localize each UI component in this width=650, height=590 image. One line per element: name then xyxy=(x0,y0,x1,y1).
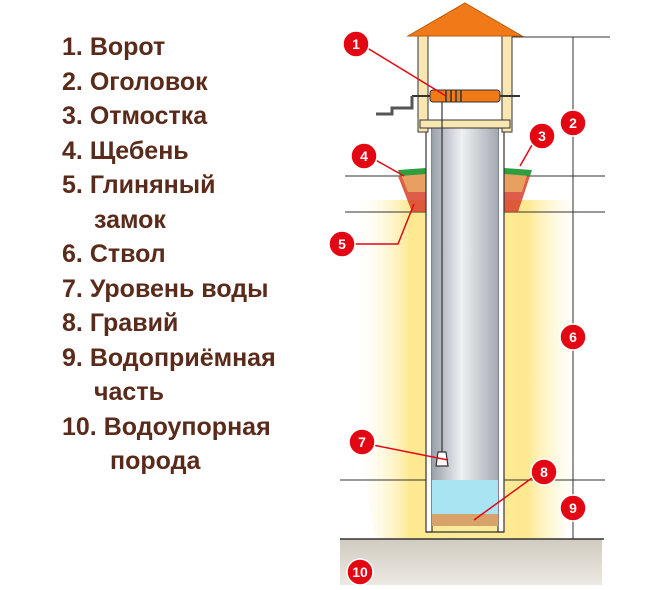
svg-text:4: 4 xyxy=(360,148,368,164)
head-post-right xyxy=(501,35,513,133)
legend-item-9: 9. Водоприёмная часть xyxy=(62,343,276,407)
legend-item-4: 4. Щебень xyxy=(62,136,189,165)
marker-4: 4 xyxy=(350,142,378,170)
legend-item-10: 10. Водоупорная порода xyxy=(62,412,271,476)
legend-item-7: 7. Уровень воды xyxy=(62,274,269,303)
leader-1 xyxy=(363,45,447,97)
leader-5 xyxy=(350,203,415,245)
legend-item-6: 6. Ствол xyxy=(62,240,166,268)
svg-text:7: 7 xyxy=(358,434,366,450)
crushed-stone-right xyxy=(504,172,528,192)
marker-9: 9 xyxy=(559,494,587,522)
windlass-crank xyxy=(376,96,414,116)
legend-item-5: 5. Глиняный замок xyxy=(62,171,216,234)
legend: 1. Ворот 2. Оголовок 3. Отмостка 4. Щебе… xyxy=(62,30,276,479)
blind-area-right xyxy=(504,168,532,176)
legend-item-2: 2. Оголовок xyxy=(62,67,208,96)
svg-text:1: 1 xyxy=(352,36,360,52)
marker-7: 7 xyxy=(348,428,376,456)
svg-text:5: 5 xyxy=(338,236,346,252)
marker-2: 2 xyxy=(559,109,587,137)
legend-item-3: 3. Отмостка xyxy=(62,102,208,130)
leader-4 xyxy=(371,157,405,177)
blind-area-left xyxy=(398,168,426,176)
gravel xyxy=(432,514,498,526)
marker-8: 8 xyxy=(530,458,558,486)
shaft-wall-right xyxy=(497,127,505,533)
marker-5: 5 xyxy=(328,230,356,258)
marker-6: 6 xyxy=(559,323,587,351)
legend-item-8: 8. Гравий xyxy=(62,309,179,337)
shaft-wall-left xyxy=(425,127,433,533)
leader-7 xyxy=(367,443,449,461)
svg-text:8: 8 xyxy=(540,464,548,480)
svg-text:6: 6 xyxy=(569,329,577,345)
svg-text:2: 2 xyxy=(569,115,577,131)
well-shaft xyxy=(432,128,498,480)
legend-item-1: 1. Ворот xyxy=(62,33,166,61)
windlass-drum xyxy=(429,89,501,103)
svg-text:9: 9 xyxy=(569,500,577,516)
svg-text:3: 3 xyxy=(538,128,546,144)
marker-10: 10 xyxy=(346,558,374,586)
aquiclude-layer xyxy=(340,539,602,585)
svg-text:10: 10 xyxy=(352,564,368,580)
crushed-stone-left xyxy=(400,172,426,192)
marker-3: 3 xyxy=(528,122,556,150)
leader-8 xyxy=(473,477,533,521)
marker-1: 1 xyxy=(342,30,370,58)
head-crossbar xyxy=(419,119,511,129)
roof xyxy=(406,2,524,37)
